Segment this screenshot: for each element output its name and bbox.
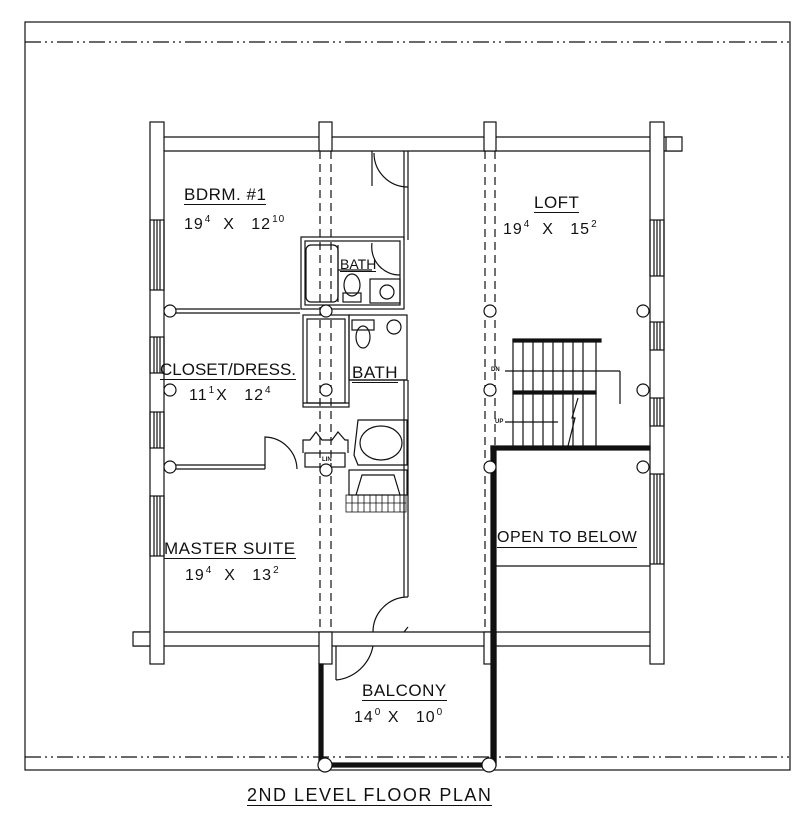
post-top-2: [483, 121, 497, 152]
room-dims-bedroom1: 194 X 1210: [184, 214, 286, 233]
room-dims-balcony: 140 X 100: [354, 707, 444, 726]
room-dims-loft: 194 X 152: [503, 219, 598, 238]
linen-label: LIN: [322, 457, 332, 463]
room-label-master-suite: MASTER SUITE: [164, 539, 296, 559]
drawing-title: 2ND LEVEL FLOOR PLAN: [247, 785, 493, 806]
roof-outline: [24, 21, 791, 771]
room-label-bath-small: BATH: [340, 256, 377, 272]
left-wall: [149, 121, 165, 665]
open-to-below-edge: [490, 445, 650, 767]
hall-closet: [371, 151, 409, 240]
small-bath: [300, 236, 405, 310]
right-wall: [649, 121, 665, 665]
room-dims-closet: 111X 124: [189, 385, 272, 404]
top-wall: [162, 136, 683, 152]
columns: [163, 304, 650, 773]
room-label-loft: LOFT: [534, 193, 580, 213]
room-label-open-to-below: OPEN TO BELOW: [497, 529, 638, 548]
post-top-1: [318, 121, 333, 152]
balcony-walls: [318, 645, 497, 768]
master-bath: [302, 314, 408, 513]
staircase: [490, 338, 651, 451]
room-label-bath-master: BATH: [352, 363, 399, 383]
room-label-balcony: BALCONY: [362, 681, 447, 701]
room-label-bedroom1: BDRM. #1: [184, 185, 267, 205]
hall-wall: [372, 380, 409, 633]
stair-down-label: DN: [491, 367, 500, 373]
bottom-wall: [132, 631, 660, 647]
stair-up-label: UP: [495, 419, 504, 425]
post-bottom-1: [318, 631, 333, 665]
interior-walls: [170, 308, 300, 470]
room-label-closet: CLOSET/DRESS.: [160, 360, 297, 380]
room-dims-master-suite: 194 X 132: [185, 565, 280, 584]
